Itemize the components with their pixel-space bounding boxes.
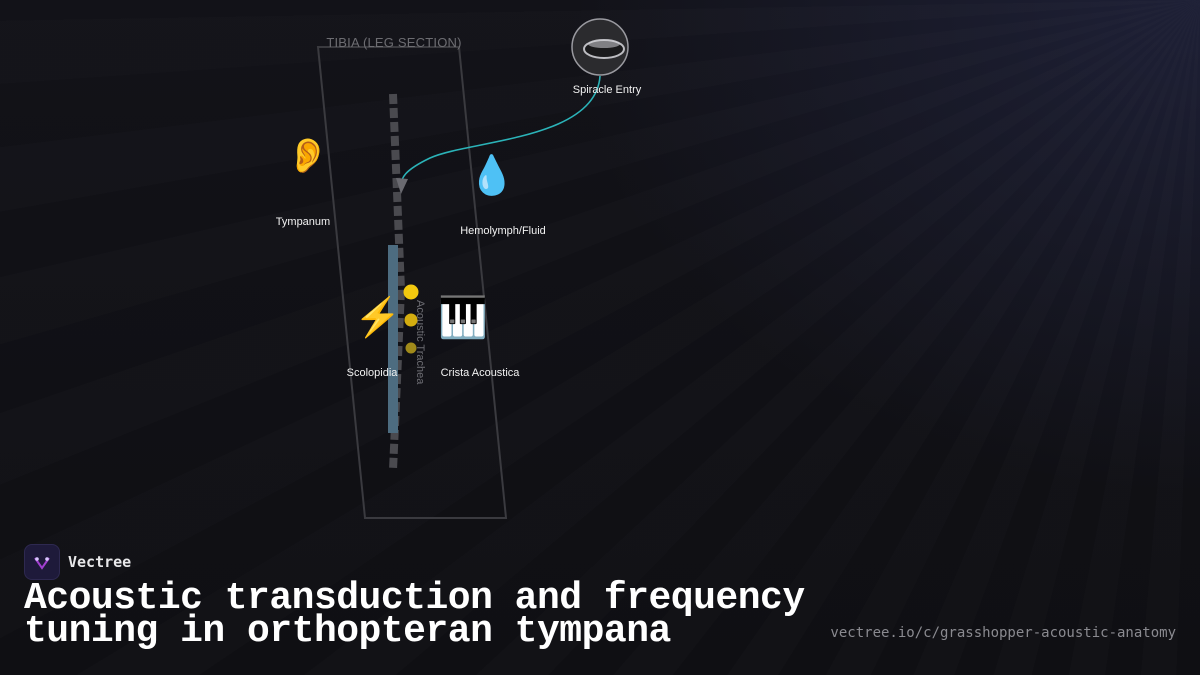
tympanum-label: Tympanum [275, 216, 331, 228]
piano-keys-icon: 🎹 [438, 296, 488, 340]
sensory-dot-1 [403, 284, 419, 300]
source-url: vectree.io/c/grasshopper-acoustic-anatom… [830, 625, 1176, 641]
acoustic-trachea [389, 93, 405, 291]
droplet-icon: 💧 [468, 155, 516, 197]
section-title: TIBIA (LEG SECTION) [326, 35, 462, 50]
scolopidia-label: Scolopidia [346, 367, 398, 379]
airflow-path [400, 75, 601, 189]
vectree-logo-icon [24, 544, 60, 580]
sensory-dot-3 [405, 342, 417, 354]
lightning-icon: ⚡ [354, 297, 402, 339]
brand: Vectree [24, 544, 131, 580]
sensory-dot-2 [404, 313, 418, 327]
spiracle-label: Spiracle Entry [572, 84, 642, 96]
ear-icon: 👂 [286, 137, 330, 175]
hemolymph-label: Hemolymph/Fluid [460, 225, 546, 237]
page-title: Acoustic transduction and frequency tuni… [24, 577, 805, 653]
crista-label: Crista Acoustica [440, 367, 520, 379]
airflow-arrowhead [396, 178, 408, 194]
tympanal-membrane [388, 245, 398, 433]
trachea-label: Acoustic Trachea [414, 300, 426, 385]
brand-name: Vectree [68, 553, 132, 571]
spiracle-icon [571, 18, 629, 76]
tibia-outline [316, 46, 508, 519]
